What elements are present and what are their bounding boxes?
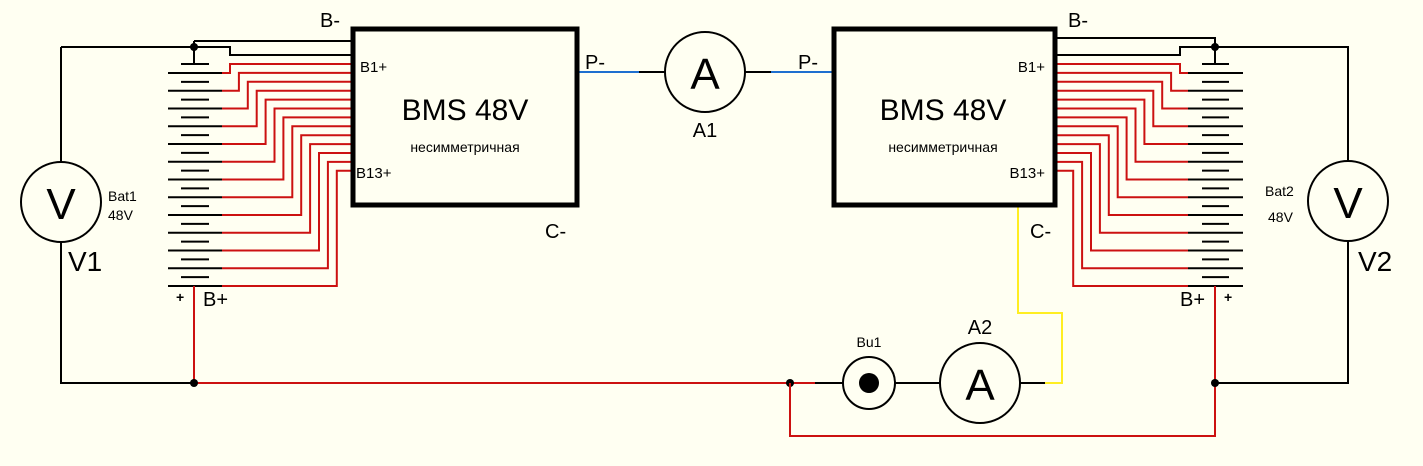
right-b-minus-junction bbox=[1211, 43, 1219, 51]
right-c-minus-wire bbox=[1017, 205, 1063, 384]
left-balance-wire bbox=[222, 89, 353, 128]
right-c-minus-label: C- bbox=[1030, 221, 1051, 243]
left-balance-wire bbox=[222, 169, 353, 287]
right-balance-wire bbox=[1055, 71, 1188, 92]
left-balance-wire bbox=[222, 63, 353, 74]
right-bms-subtitle: несимметричная bbox=[888, 139, 997, 155]
left-balance-wire bbox=[222, 98, 353, 145]
right-b-minus-wire bbox=[1055, 37, 1216, 64]
voltmeter-v2-name: V2 bbox=[1358, 246, 1392, 277]
left-balance-wire bbox=[222, 125, 353, 199]
left-b-plus-label: B+ bbox=[203, 289, 228, 311]
left-b-minus-junction bbox=[190, 43, 198, 51]
voltmeter-v1-name: V1 bbox=[68, 246, 102, 277]
left-balance-wire bbox=[222, 107, 353, 163]
right-battery-plus-sign: + bbox=[1224, 289, 1232, 305]
left-bms[interactable]: BMS 48V несимметричная B1+ B13+ bbox=[350, 26, 580, 208]
voltmeter-v2-symbol: V bbox=[1333, 179, 1363, 228]
ammeter-a1[interactable]: A bbox=[664, 31, 746, 113]
right-p-minus-label: P- bbox=[798, 52, 818, 74]
left-b13-plus-label: B13+ bbox=[356, 165, 392, 182]
left-battery-name: Bat1 bbox=[108, 188, 137, 204]
left-p-minus-label: P- bbox=[585, 52, 605, 74]
right-bms-box[interactable] bbox=[831, 26, 1058, 208]
socket-bu1-name: Bu1 bbox=[857, 334, 882, 350]
lower-loop-wire bbox=[789, 383, 1216, 437]
voltmeter-v2[interactable]: V bbox=[1307, 160, 1389, 242]
socket-bu1-contact bbox=[859, 373, 879, 393]
right-balance-wire bbox=[1055, 89, 1188, 128]
left-balance-wire bbox=[222, 134, 353, 216]
right-balance-wire bbox=[1055, 143, 1188, 234]
right-balance-wire bbox=[1055, 169, 1188, 287]
left-battery-voltage: 48V bbox=[108, 207, 134, 223]
right-balance-wire bbox=[1055, 125, 1188, 199]
left-balance-wire bbox=[222, 152, 353, 252]
left-balance-wire bbox=[222, 116, 353, 181]
ammeter-a2-symbol: A bbox=[965, 361, 995, 410]
right-battery-name: Bat2 bbox=[1265, 183, 1294, 199]
left-balance-wire bbox=[222, 71, 353, 92]
right-balance-wire bbox=[1055, 80, 1188, 110]
right-balance-wire bbox=[1055, 152, 1188, 252]
voltmeter-v1[interactable]: V bbox=[20, 161, 102, 243]
left-b-plus-junction bbox=[190, 379, 198, 387]
right-b-plus-label: B+ bbox=[1180, 289, 1205, 311]
right-battery-voltage: 48V bbox=[1268, 209, 1294, 225]
v1-bottom-lead bbox=[60, 242, 194, 384]
b-plus-bus-wire bbox=[193, 286, 815, 384]
right-balance-wire bbox=[1055, 160, 1188, 270]
right-balance-wire bbox=[1055, 134, 1188, 216]
voltmeter-v1-circle[interactable] bbox=[20, 161, 102, 243]
voltmeter-v2-circle[interactable] bbox=[1307, 160, 1389, 242]
ammeter-a1-name: A1 bbox=[693, 120, 717, 142]
left-balance-wire bbox=[222, 80, 353, 110]
ammeter-a1-circle[interactable] bbox=[664, 31, 746, 113]
right-balance-wire bbox=[1055, 98, 1188, 145]
ammeter-a2-name: A2 bbox=[968, 317, 992, 339]
right-balance-wire bbox=[1055, 63, 1188, 74]
left-b1-plus-label: B1+ bbox=[360, 59, 387, 76]
right-b13-plus-label: B13+ bbox=[1010, 165, 1046, 182]
left-battery-plus-sign: + bbox=[176, 289, 184, 305]
right-voltmeter-top-wire bbox=[1055, 46, 1349, 161]
left-bms-subtitle: несимметричная bbox=[410, 139, 519, 155]
right-balance-wire bbox=[1055, 116, 1188, 181]
left-c-minus-label: C- bbox=[545, 221, 566, 243]
left-bms-title: BMS 48V bbox=[402, 94, 529, 127]
left-balance-wire bbox=[222, 143, 353, 234]
right-b1-plus-label: B1+ bbox=[1018, 59, 1045, 76]
right-balance-wire bbox=[1055, 107, 1188, 163]
left-b-minus-label: B- bbox=[320, 10, 340, 32]
left-bms-box[interactable] bbox=[350, 26, 580, 208]
ammeter-a1-symbol: A bbox=[690, 50, 720, 99]
right-bms[interactable]: BMS 48V несимметричная B1+ B13+ bbox=[831, 26, 1058, 208]
left-balance-wire bbox=[222, 160, 353, 270]
ammeter-a2[interactable]: A bbox=[939, 342, 1021, 424]
wires bbox=[60, 37, 1349, 437]
right-bms-title: BMS 48V bbox=[880, 94, 1007, 127]
voltmeter-v1-symbol: V bbox=[46, 180, 76, 229]
left-voltmeter-top-wire bbox=[61, 46, 353, 56]
ammeter-a2-circle[interactable] bbox=[939, 342, 1021, 424]
v2-bottom-lead bbox=[1215, 241, 1349, 384]
socket-bu1[interactable] bbox=[842, 356, 896, 410]
right-b-minus-label: B- bbox=[1068, 10, 1088, 32]
